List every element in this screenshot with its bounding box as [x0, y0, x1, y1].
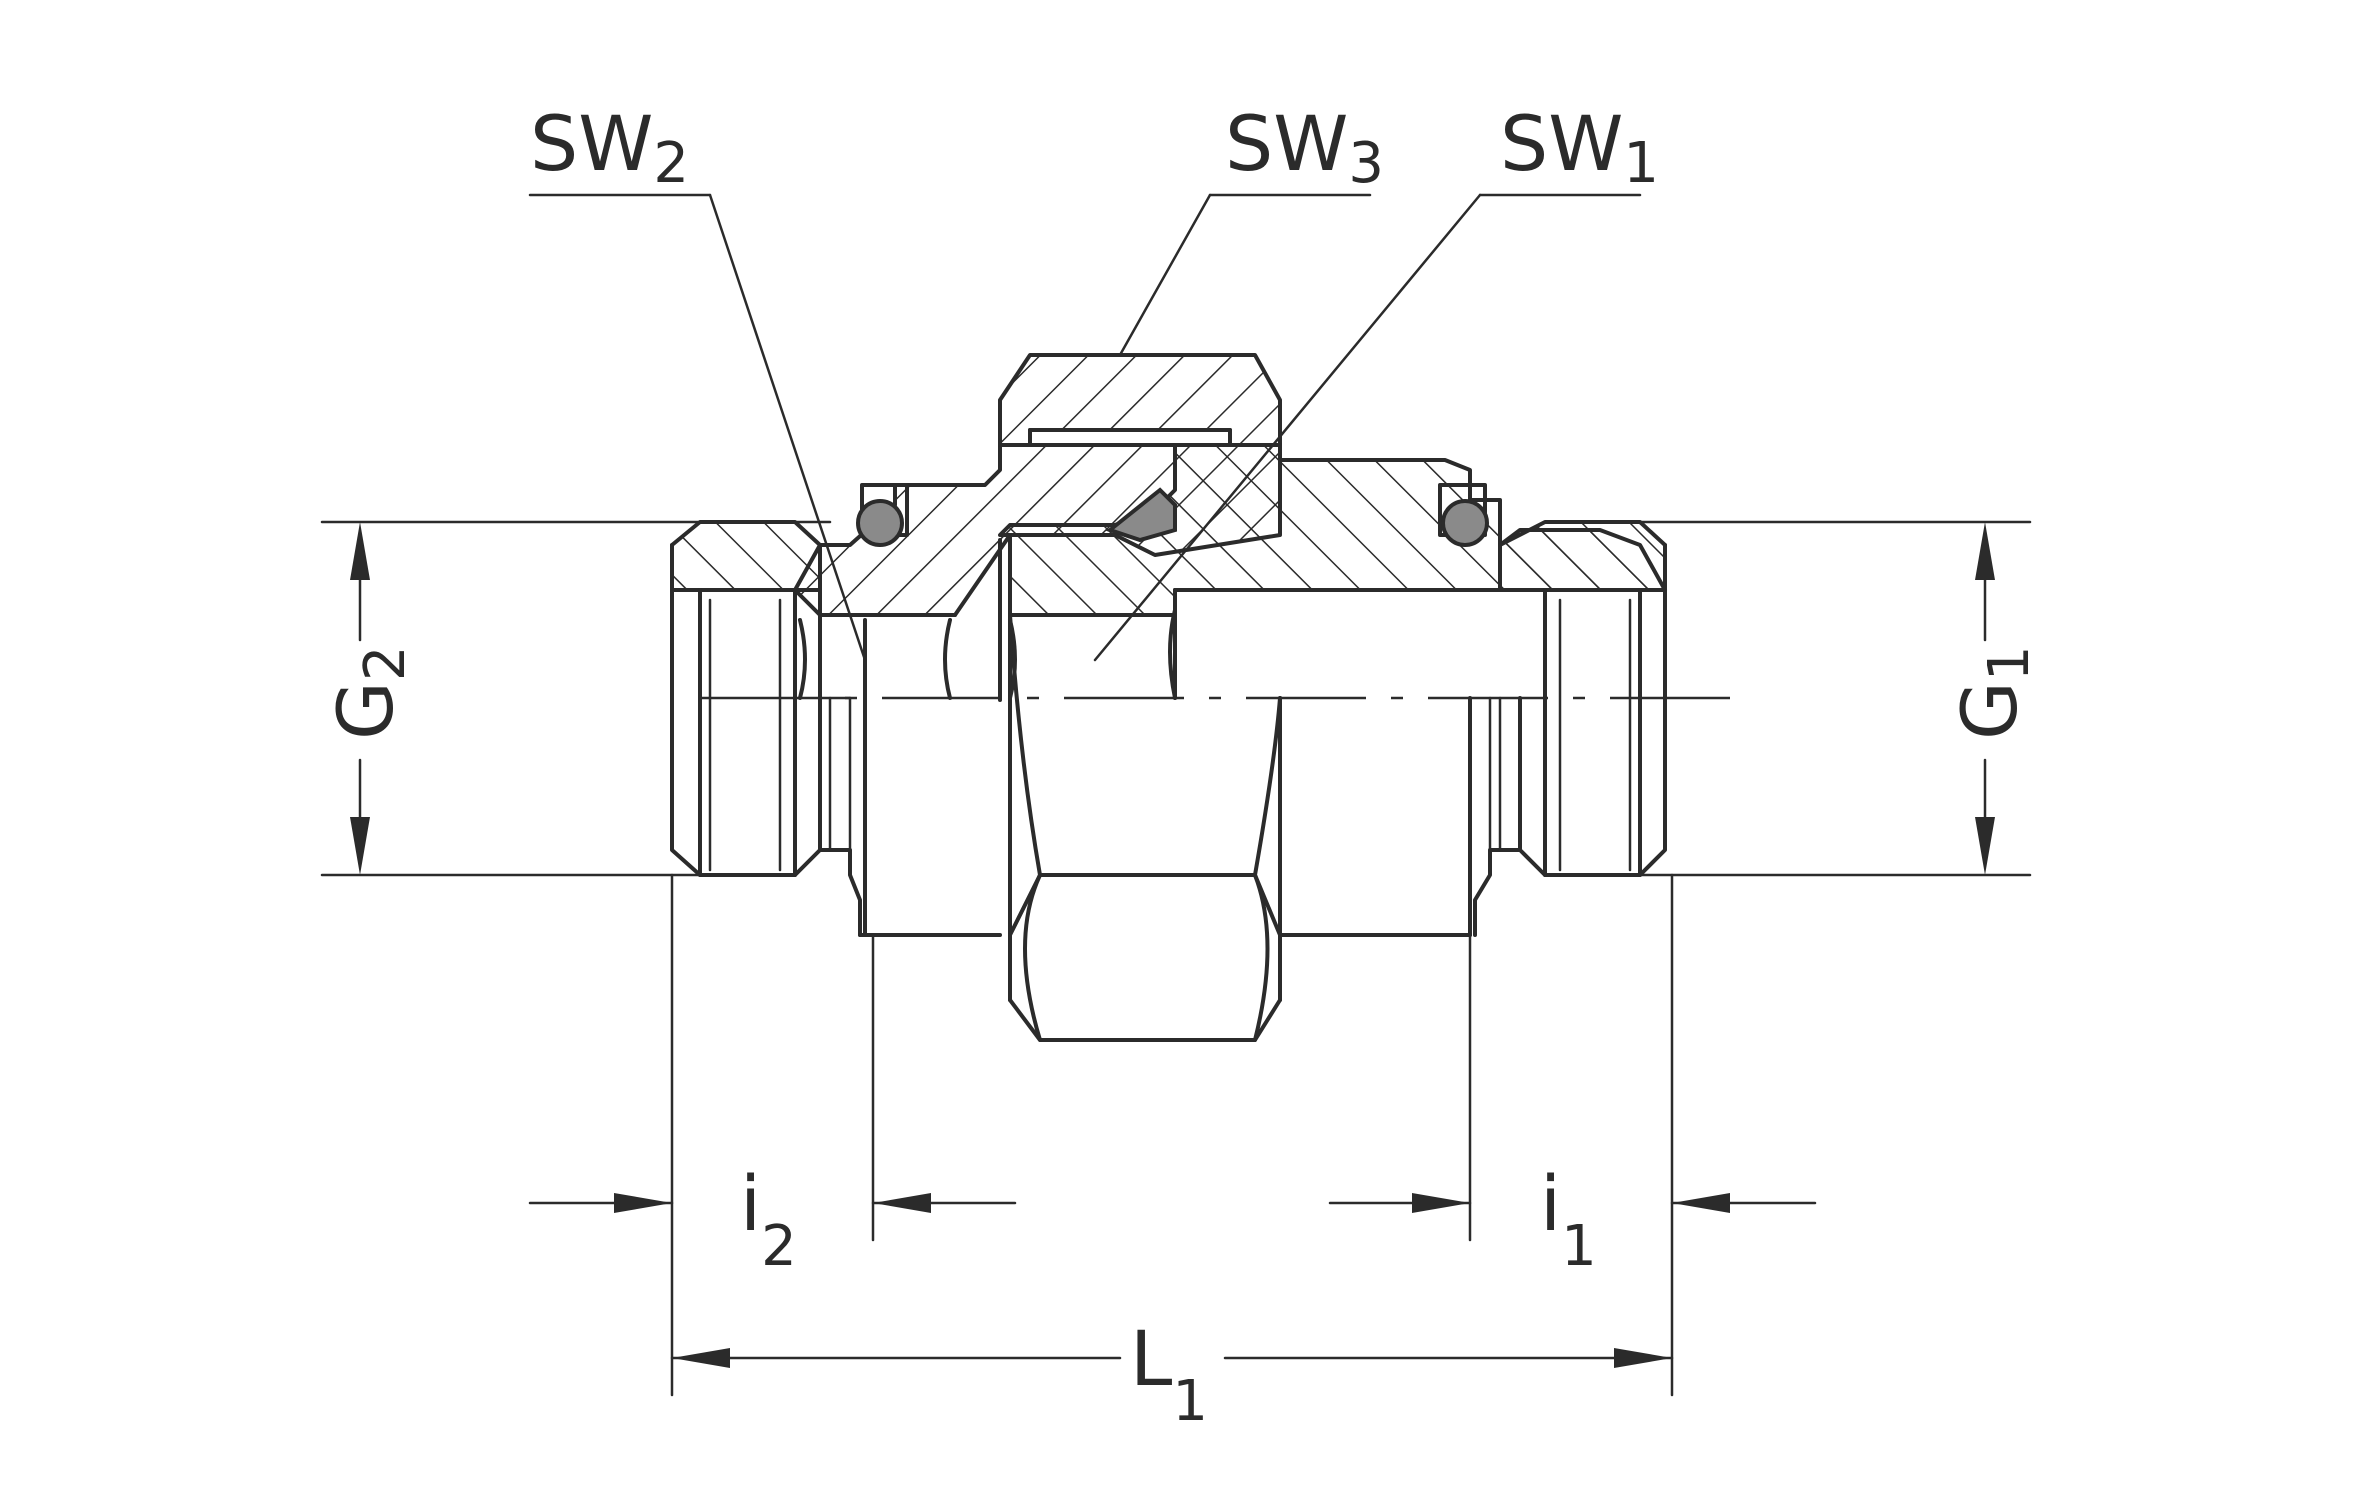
left-oring	[856, 499, 904, 547]
center-hex-body	[998, 538, 1472, 1042]
label-sw2: SW2	[530, 99, 689, 196]
l1-dimension	[670, 1348, 1674, 1368]
label-l1: L1	[1130, 1314, 1208, 1434]
left-bore	[798, 613, 1002, 937]
label-i1: i1	[1540, 1159, 1597, 1279]
g2-dimension	[350, 522, 370, 875]
i1-dimension	[1328, 1193, 1817, 1213]
label-sw1: SW1	[1500, 99, 1659, 196]
left-connector-body	[670, 520, 862, 937]
leader-lines	[528, 193, 1642, 662]
bottom-extension-lines	[670, 873, 1674, 1397]
right-oring	[1441, 499, 1489, 547]
label-sw3: SW3	[1225, 99, 1384, 196]
i2-dimension	[528, 1193, 1017, 1213]
label-i2: i2	[740, 1159, 797, 1279]
g1-dimension	[1975, 522, 1995, 875]
right-body-section	[1498, 520, 1667, 592]
right-connector-body	[1173, 543, 1667, 937]
label-g1: G1	[1945, 645, 2042, 740]
label-g2: G2	[321, 645, 418, 740]
seal-wedge	[1105, 487, 1177, 543]
